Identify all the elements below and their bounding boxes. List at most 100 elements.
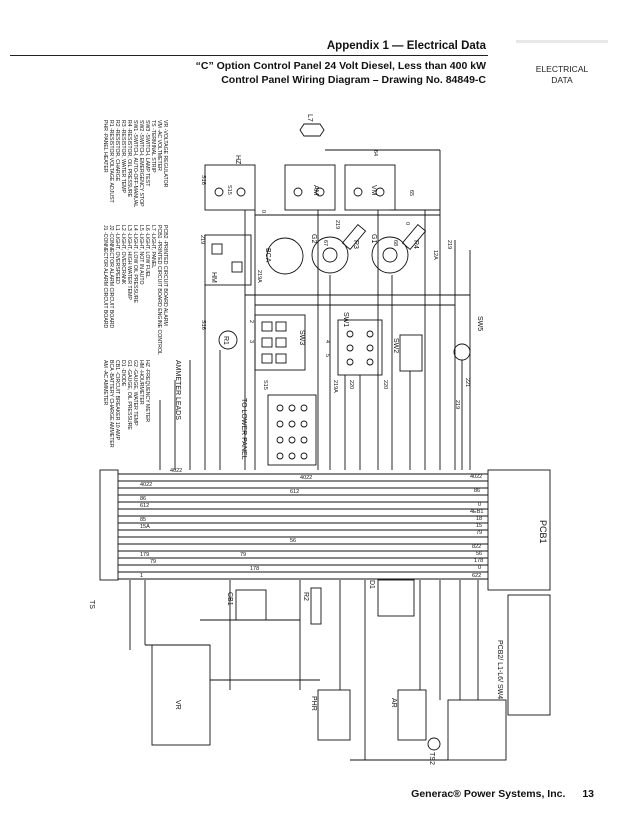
sw3-cell-3 xyxy=(261,337,273,348)
conn-pin-8 xyxy=(288,436,296,444)
right-wire-7: 12A xyxy=(432,250,438,260)
legend-right-5: SW1 -SWITCH, AUTO-OFF-MANUAL xyxy=(132,120,138,207)
diagram-subtitle: “C” Option Control Panel 24 Volt Diesel,… xyxy=(195,60,486,72)
legend-right-6: SW2 -SWITCH, EMERGENCY STOP xyxy=(138,120,144,207)
lamp-test-switch-block xyxy=(254,314,306,371)
upper-wire-1: S15 xyxy=(226,185,232,195)
label-cb1: CB1 xyxy=(226,592,233,606)
upper-wire-6: 3 xyxy=(248,340,254,343)
upper-wire-3: 219 xyxy=(199,235,205,244)
label-hm: HM xyxy=(210,272,217,283)
label-ammeter: AMMETER LEADS xyxy=(174,360,181,420)
right-wire-5: 68 xyxy=(392,240,398,246)
upper-wire-8: S16 xyxy=(200,320,206,330)
conn-pin-4 xyxy=(276,420,284,428)
conn-pin-7 xyxy=(276,436,284,444)
sw1-contact-5 xyxy=(346,358,354,366)
sw1-contact-4 xyxy=(366,344,374,352)
label-l7: L7 xyxy=(306,114,313,122)
pcb1-pin-9: 178 xyxy=(474,558,483,564)
sw3-cell-5 xyxy=(261,353,273,364)
label-sw5: SW5 xyxy=(476,316,483,331)
pcb1-pin-1: 86 xyxy=(474,488,480,494)
horizontal-wires xyxy=(118,473,488,580)
oil-pressure-gauge xyxy=(371,236,409,274)
tb-wire-2: 86 xyxy=(140,496,146,502)
vertical-wires xyxy=(129,150,479,760)
right-wire-6: 219 xyxy=(446,240,452,249)
legend-left-3: D1 -DIODE xyxy=(120,360,126,387)
label-vm: VM xyxy=(370,185,377,196)
hourmeter-terminal-a xyxy=(211,243,223,255)
label-sw1: SW1 xyxy=(342,312,349,327)
pcb1-pin-0: 4022 xyxy=(470,474,482,480)
sw3-cell-6 xyxy=(275,353,287,364)
upper-wire-10: 5 xyxy=(324,354,330,357)
tb-wire-5: 85 xyxy=(140,517,146,523)
label-r4: R4 xyxy=(412,240,419,249)
pcb1-pin-2: 0 xyxy=(478,502,481,508)
header-rule xyxy=(10,55,488,56)
water-temp-gauge-center xyxy=(322,247,338,263)
terminal-strip-2 xyxy=(447,699,507,761)
legend-mid-3: L2 -LIGHT, OVERCRANK xyxy=(120,225,126,285)
upper-wire-4: 219A xyxy=(256,270,262,283)
sw1-contact-3 xyxy=(346,344,354,352)
drawing-number: Control Panel Wiring Diagram – Drawing N… xyxy=(221,74,486,86)
upper-wire-2: 0 xyxy=(260,210,266,213)
tb-wire-7: 179 xyxy=(140,552,149,558)
tb-wire-8: 178 xyxy=(250,566,259,572)
tb-wire-12: 79 xyxy=(240,552,246,558)
label-am: AM xyxy=(312,185,319,196)
legend-left-7: HZ -FREQUENCY METER xyxy=(144,360,150,422)
hz-terminal-b xyxy=(236,187,246,197)
label-ts2: TS2 xyxy=(428,752,435,765)
right-wire-8: 220 xyxy=(382,380,388,389)
sw1-contact-1 xyxy=(346,330,354,338)
sw1-contact-2 xyxy=(366,330,374,338)
resistor-r4 xyxy=(401,223,427,251)
conn-pin-12 xyxy=(300,452,308,460)
pcb1-pin-3: 4EB1 xyxy=(470,509,483,515)
sw1-contact-6 xyxy=(366,358,374,366)
voltage-adjust-resistor xyxy=(218,330,238,350)
conn-pin-3 xyxy=(300,404,308,412)
legend-left-1: BCA -BATTERY CHARGE AMMETER xyxy=(108,360,114,448)
label-pcb2: PCB2/ L1-L6/ SW4 xyxy=(496,640,503,699)
water-temp-gauge xyxy=(311,236,349,274)
legend-left-6: HM -HOURMETER xyxy=(138,360,144,405)
legend-right-1: R1 -RESISTOR VOLTAGE ADJUST xyxy=(108,120,114,204)
right-wire-4: 67 xyxy=(322,240,328,246)
legend-mid-7: L6 -LIGHT, LOW FUEL xyxy=(144,225,150,278)
upper-wire-11: 219A xyxy=(332,380,338,393)
legend-right-9: VM -AC VOLTMETER xyxy=(156,120,162,171)
right-wire-1: 65 xyxy=(408,190,414,196)
upper-wire-13: 221 xyxy=(464,378,470,387)
label-ar: AR xyxy=(390,698,397,708)
panel-light-l7 xyxy=(299,123,325,137)
conn-pin-10 xyxy=(276,452,284,460)
right-wire-3: 0 xyxy=(404,222,410,225)
lower-panel-connector xyxy=(267,394,317,466)
voltage-regulator xyxy=(151,644,211,746)
tb-wire-4: 612 xyxy=(290,489,299,495)
tb-wire-13: 79 xyxy=(150,559,156,565)
pcb1-pin-8: 56 xyxy=(476,551,482,557)
label-lower: TO LOWER PANEL xyxy=(240,398,247,460)
legend-right-0: PHR -PANEL HEATER xyxy=(102,120,108,173)
legend-mid-10: PCB2 -PRINTED CIRCUIT BOARD ALARM xyxy=(162,225,168,326)
switch-sw5 xyxy=(453,343,471,361)
relay-ar xyxy=(397,689,427,741)
legend-mid-8: L7 -LIGHT, PANEL xyxy=(150,225,156,268)
legend-mid-9: PCB1 -PRINTED CIRCUIT BOARD ENGINE CONTR… xyxy=(156,225,162,355)
legend-left-5: G2 -GAUGE, WATER TEMP xyxy=(132,360,138,426)
pcb1-pin-5: 15 xyxy=(476,523,482,529)
oil-pressure-gauge-center xyxy=(382,247,398,263)
battery-charge-ammeter xyxy=(266,237,304,275)
legend-left-2: CB1 -CIRCUIT BREAKER 10 AMP xyxy=(114,360,120,441)
label-bca: BCA xyxy=(264,248,271,263)
label-r1: R1 xyxy=(222,336,229,345)
label-vr: VR xyxy=(174,700,181,710)
auto-off-manual-switch xyxy=(337,319,383,376)
right-wire-9: 219 xyxy=(454,400,460,409)
